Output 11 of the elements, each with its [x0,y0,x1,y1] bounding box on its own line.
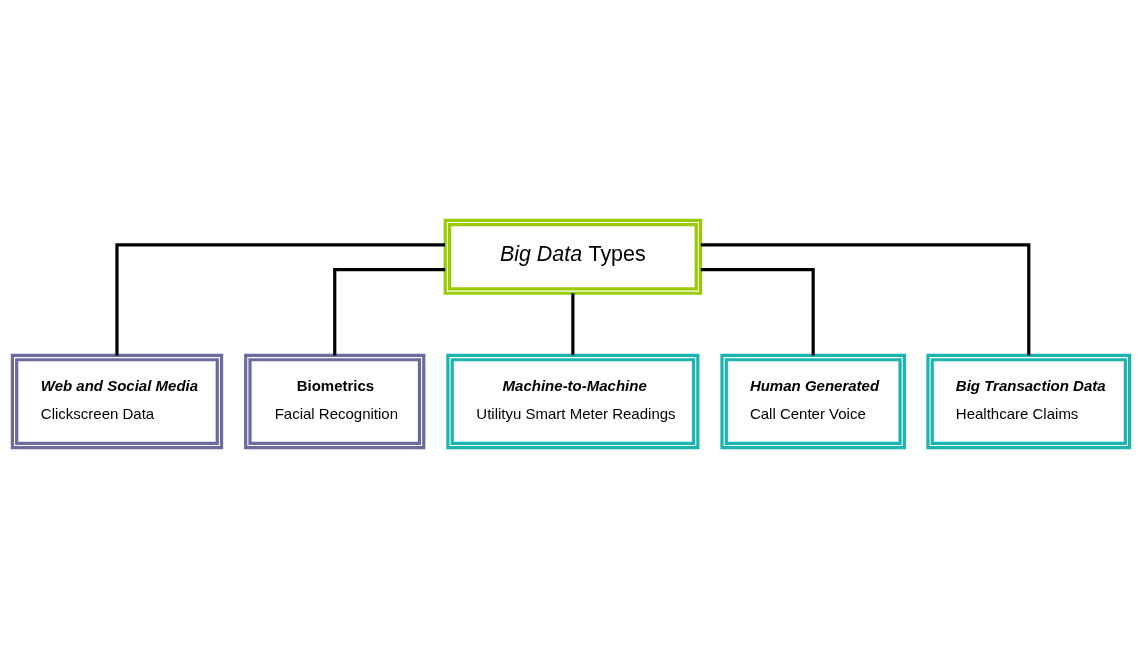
connector [115,242,445,355]
connector [700,267,815,355]
node-box: Big Transaction Data Healthcare Claims [926,353,1132,449]
node-box: Web and Social Media Clickscreen Data [10,353,224,449]
node-box: Biometrics Facial Recognition [244,353,426,449]
connector [333,267,446,355]
node-box: Human Generated Call Center Voice [720,353,906,449]
node-box: Big Data Types [443,218,703,295]
connector [700,242,1031,355]
node-box: Machine-to-Machine Utilityu Smart Meter Readings [446,353,700,449]
connector [571,292,575,355]
